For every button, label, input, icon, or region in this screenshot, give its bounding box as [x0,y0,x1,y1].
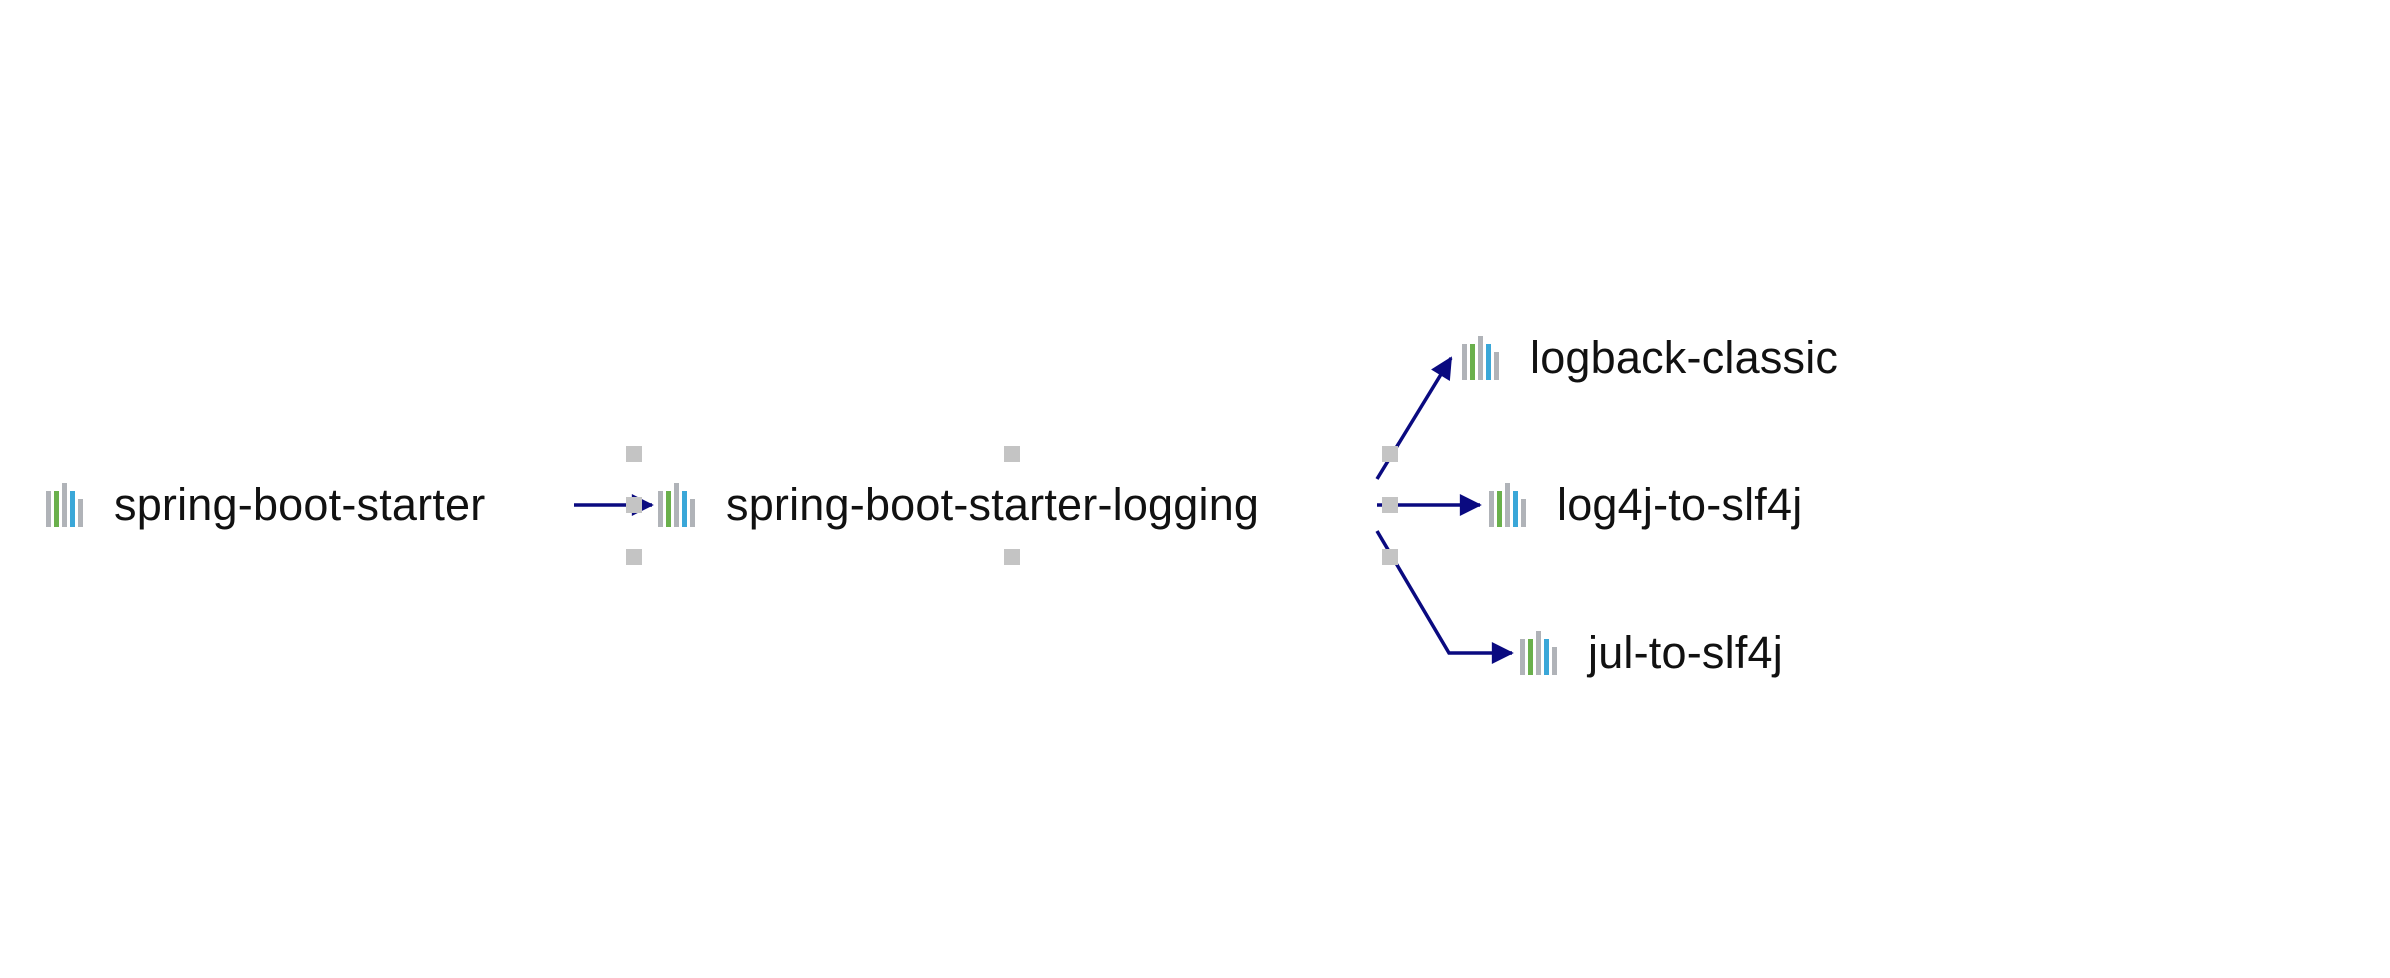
node-label: spring-boot-starter-logging [726,479,1260,530]
node-label: logback-classic [1530,332,1839,383]
node-logback-classic[interactable]: logback-classic [1462,328,1838,388]
edge-logging-to-jul-to-slf4j[interactable] [1375,530,1514,664]
node-label: jul-to-slf4j [1588,627,1783,678]
node-spring-boot-starter-logging[interactable]: spring-boot-starter-logging [658,475,1259,535]
selection-handle-middle-left[interactable] [626,497,642,513]
selection-handle-top-left[interactable] [626,446,642,462]
library-bars-icon [1489,483,1526,527]
library-bars-icon [658,483,695,527]
library-bars-icon [1520,631,1557,675]
selection-handle-bottom-left[interactable] [626,549,642,565]
library-bars-icon [1462,336,1499,380]
node-label: spring-boot-starter [114,479,486,530]
selection-handle-top-center[interactable] [1004,446,1020,462]
node-log4j-to-slf4j[interactable]: log4j-to-slf4j [1489,475,1802,535]
node-jul-to-slf4j[interactable]: jul-to-slf4j [1520,623,1783,683]
selection-handle-bottom-right[interactable] [1382,549,1398,565]
node-spring-boot-starter[interactable]: spring-boot-starter [46,475,485,535]
selection-handle-bottom-center[interactable] [1004,549,1020,565]
library-bars-icon [46,483,83,527]
selection-handle-top-right[interactable] [1382,446,1398,462]
selection-handle-middle-right[interactable] [1382,497,1398,513]
node-label: log4j-to-slf4j [1557,479,1803,530]
